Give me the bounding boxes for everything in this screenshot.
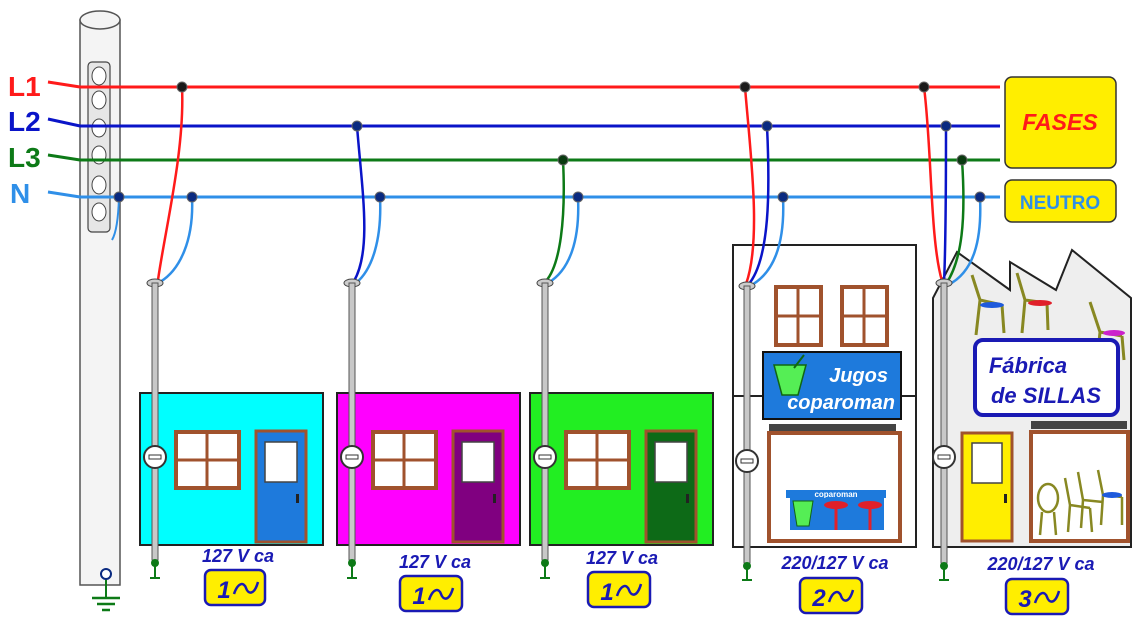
pole-ground-symbol	[92, 596, 120, 612]
ground-icon	[742, 562, 752, 581]
connection-taps	[113, 81, 986, 203]
juice-sign-line1: Jugos	[829, 365, 888, 387]
chair-factory-building: Fábrica de SILLAS	[932, 248, 1132, 548]
ground-icon	[347, 559, 357, 579]
stool-icon	[824, 501, 848, 530]
service-3-voltage: 127 V ca	[586, 548, 658, 568]
door-icon	[960, 431, 1014, 543]
service-1-voltage: 127 V ca	[202, 546, 274, 566]
house-2	[336, 392, 521, 546]
n-label: N	[10, 178, 30, 209]
house-1	[139, 392, 324, 546]
meter-icon	[932, 445, 956, 469]
service-3-phase-count: 1	[600, 579, 613, 606]
service-mast-2	[340, 278, 364, 579]
service-mast-4	[735, 281, 759, 581]
service-drop-2	[352, 125, 382, 284]
utility-pole	[79, 10, 121, 598]
service-5-phase-badge: 3	[1004, 577, 1070, 616]
l1-label: L1	[8, 71, 41, 102]
service-mast-5	[932, 278, 956, 581]
service-mast-1	[143, 278, 167, 579]
chair-icon	[970, 274, 1006, 336]
ac-wave-icon	[427, 587, 455, 601]
service-2-phase-badge: 1	[398, 574, 464, 613]
service-1-phase-badge: 1	[203, 568, 267, 607]
l3-label: L3	[8, 142, 41, 173]
meter-icon	[533, 445, 557, 469]
factory-sign	[973, 338, 1120, 417]
phases-box: FASES	[1004, 76, 1117, 169]
service-2-voltage: 127 V ca	[399, 552, 471, 572]
awning	[769, 424, 896, 432]
l1-conductor	[47, 80, 1000, 89]
l2-label: L2	[8, 106, 41, 137]
service-1-phase-count: 1	[217, 577, 230, 604]
service-4-voltage: 220/127 V ca	[780, 553, 888, 573]
neutral-box: NEUTRO	[1004, 179, 1117, 223]
l2-conductor	[47, 117, 1000, 128]
service-4-phase-count: 2	[811, 585, 826, 612]
ground-icon	[150, 559, 160, 579]
service-drop-5	[922, 86, 982, 287]
ac-wave-icon	[1033, 590, 1061, 604]
door-icon	[254, 429, 308, 544]
awning	[1031, 421, 1127, 429]
juice-glass-icon	[773, 354, 807, 396]
door-icon	[644, 429, 698, 544]
chair-stack-icon	[1036, 469, 1124, 536]
window-icon	[774, 285, 823, 347]
ground-icon	[939, 562, 949, 581]
factory-sign-line2: de SILLAS	[991, 383, 1101, 408]
counter-sign	[786, 490, 886, 498]
ac-wave-icon	[232, 581, 260, 595]
meter-icon	[735, 449, 759, 473]
window-icon	[840, 285, 889, 347]
l3-conductor	[47, 153, 1000, 162]
service-drop-4	[743, 86, 785, 288]
neutral-box-label: NEUTRO	[1020, 193, 1100, 214]
phases-box-label: FASES	[1022, 109, 1098, 135]
service-drop-3	[545, 159, 580, 285]
window-icon	[371, 430, 438, 490]
service-2-phase-count: 1	[412, 583, 425, 610]
service-5-voltage: 220/127 V ca	[986, 554, 1094, 574]
meter-icon	[143, 445, 167, 469]
service-3-phase-badge: 1	[586, 570, 652, 609]
factory-sign-line1: Fábrica	[989, 353, 1067, 378]
counter-sign-text: coparoman	[814, 490, 857, 499]
window-icon	[174, 430, 241, 490]
service-4-phase-badge: 2	[798, 576, 864, 615]
ac-wave-icon	[615, 583, 643, 597]
meter-icon	[340, 445, 364, 469]
window-icon	[564, 430, 631, 490]
service-drop-1	[156, 86, 194, 284]
juice-shop-building: Jugos coparoman coparoman	[732, 244, 917, 548]
door-icon	[451, 429, 505, 544]
service-5-phase-count: 3	[1018, 586, 1032, 613]
ground-icon	[540, 559, 550, 579]
neutral-conductor	[47, 190, 1000, 199]
ac-wave-icon	[827, 589, 855, 603]
service-mast-3	[533, 278, 557, 579]
house-3	[529, 392, 714, 546]
chair-icon	[1015, 272, 1052, 334]
juice-sign-line2: coparoman	[787, 392, 895, 414]
stool-icon	[858, 501, 882, 530]
juice-glass-icon	[792, 500, 814, 527]
